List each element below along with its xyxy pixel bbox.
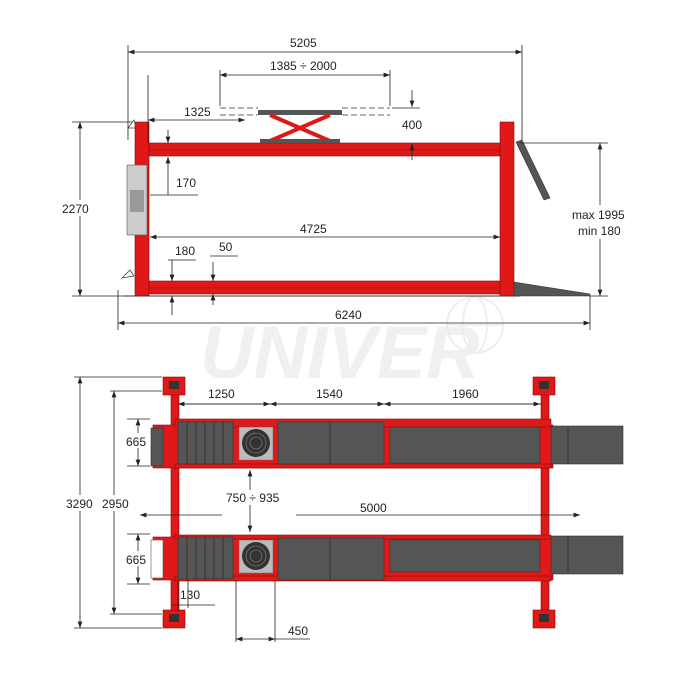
top-view: 1250 1540 1960 665 665 3290 2950 750 ÷ 9… xyxy=(64,376,624,642)
dim-runway-width-2: 665 xyxy=(126,553,146,567)
dim-overall-length: 5205 xyxy=(290,36,317,50)
dim-lift-max: max 1995 xyxy=(572,208,625,222)
dim-jack-offset: 1325 xyxy=(184,105,211,119)
ramp xyxy=(550,425,624,465)
dim-step: 130 xyxy=(180,588,200,602)
ramp xyxy=(550,535,624,575)
runway-1 xyxy=(150,418,624,469)
post xyxy=(532,609,556,629)
dim-jack-range: 1385 ÷ 2000 xyxy=(270,59,337,73)
dim-total-height: 2270 xyxy=(62,202,89,216)
runway-2 xyxy=(150,534,624,582)
bottom-platform xyxy=(148,280,501,295)
right-column xyxy=(499,121,515,297)
post xyxy=(162,376,186,396)
dim-ground-gap: 50 xyxy=(219,240,233,254)
dim-lift-min: min 180 xyxy=(578,224,621,238)
svg-text:UNIVER: UNIVER xyxy=(200,311,480,394)
dim-total-length: 6240 xyxy=(335,308,362,322)
dim-inner-length: 4725 xyxy=(300,222,327,236)
dim-section-1: 1250 xyxy=(208,387,235,401)
dim-plate: 450 xyxy=(288,624,308,638)
dim-jack-height: 400 xyxy=(402,118,422,132)
ramp-raised xyxy=(515,139,551,201)
dim-section-2: 1540 xyxy=(316,387,343,401)
dim-runway-length: 5000 xyxy=(360,501,387,515)
side-view: 5205 1385 ÷ 2000 1325 400 170 2270 max 1… xyxy=(60,36,632,330)
dim-overall-width: 3290 xyxy=(66,497,93,511)
dim-top-beam: 170 xyxy=(176,176,196,190)
top-runway xyxy=(148,142,501,157)
dim-runway-width-1: 665 xyxy=(126,435,146,449)
ramp xyxy=(513,281,591,297)
dim-runway-gap: 750 ÷ 935 xyxy=(226,491,280,505)
dim-column-spacing: 2950 xyxy=(102,497,129,511)
scissor-jack xyxy=(220,107,390,143)
post xyxy=(162,609,186,629)
post xyxy=(532,376,556,396)
dim-section-3: 1960 xyxy=(452,387,479,401)
dim-platform-height: 180 xyxy=(175,244,195,258)
